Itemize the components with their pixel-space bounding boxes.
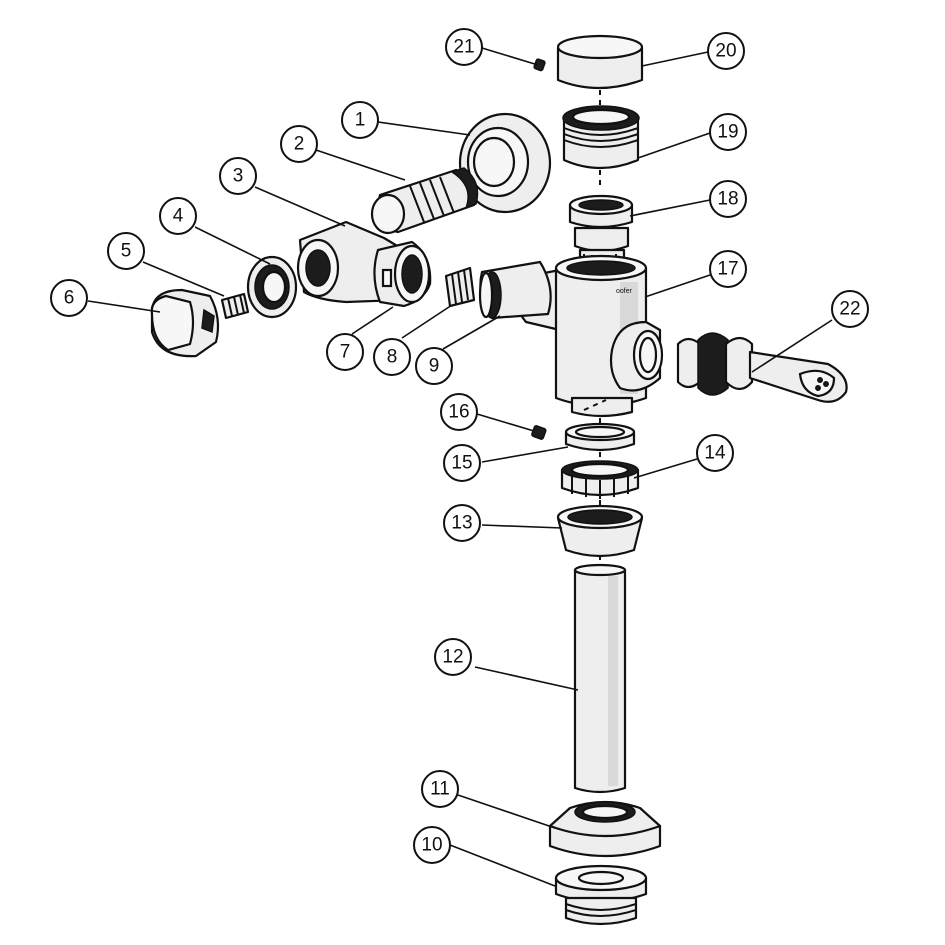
part-13-cone (556, 504, 644, 558)
part-9-tailpiece (478, 260, 552, 320)
callout-22: 22 (831, 290, 869, 328)
callout-label-4: 4 (173, 206, 184, 227)
callout-label-6: 6 (64, 288, 75, 309)
callout-20: 20 (707, 32, 745, 70)
callout-label-2: 2 (294, 134, 305, 155)
part-14-slip-nut (560, 460, 640, 499)
callout-12: 12 (434, 638, 472, 676)
callout-6: 6 (50, 279, 88, 317)
part-15-washer (564, 422, 636, 452)
callout-label-13: 13 (451, 513, 472, 534)
callout-label-1: 1 (355, 110, 366, 131)
part-1-wall-flange (458, 112, 552, 214)
callout-17: 17 (709, 250, 747, 288)
callout-label-9: 9 (429, 356, 440, 377)
leader-lines (87, 47, 833, 887)
callout-label-15: 15 (451, 453, 472, 474)
part-2-nipple (370, 167, 479, 235)
callout-label-3: 3 (233, 166, 244, 187)
axis-line-side (583, 399, 607, 411)
callout-1: 1 (341, 101, 379, 139)
part-20-cap (556, 34, 644, 90)
part-11-spud-flange (548, 800, 662, 858)
part-8-vacuum-breaker (444, 266, 476, 308)
callout-label-22: 22 (839, 299, 860, 320)
callout-label-20: 20 (715, 41, 736, 62)
callout-7: 7 (326, 333, 364, 371)
part-16-set-screw (531, 425, 547, 440)
callout-13: 13 (443, 504, 481, 542)
part-6-stop-cap (150, 288, 220, 358)
callout-label-18: 18 (717, 189, 738, 210)
callout-16: 16 (440, 393, 478, 431)
callout-label-17: 17 (717, 259, 738, 280)
callout-label-8: 8 (387, 347, 398, 368)
brand-mark: oofer (616, 288, 633, 295)
part-22-handle-assembly (676, 332, 848, 403)
callout-4: 4 (159, 197, 197, 235)
callout-19: 19 (709, 113, 747, 151)
part-19-threaded-ring (562, 105, 640, 170)
callout-label-5: 5 (121, 241, 132, 262)
callout-15: 15 (443, 444, 481, 482)
callout-label-19: 19 (717, 122, 738, 143)
callout-5: 5 (107, 232, 145, 270)
callout-label-7: 7 (340, 342, 351, 363)
callout-label-21: 21 (453, 37, 474, 58)
callout-3: 3 (219, 157, 257, 195)
callout-11: 11 (421, 770, 459, 808)
part-5-stem (220, 292, 250, 320)
part-12-flush-tube (573, 563, 627, 794)
callout-9: 9 (415, 347, 453, 385)
callout-8: 8 (373, 338, 411, 376)
part-7-coupling-nut (373, 240, 432, 308)
callout-label-12: 12 (442, 647, 463, 668)
callout-14: 14 (696, 434, 734, 472)
callout-label-11: 11 (430, 779, 450, 800)
part-10-spud (554, 864, 648, 926)
callout-label-14: 14 (704, 443, 726, 464)
callout-label-10: 10 (421, 835, 442, 856)
callout-10: 10 (413, 826, 451, 864)
callout-label-16: 16 (448, 402, 469, 423)
callout-21: 21 (445, 28, 483, 66)
part-4-gasket (246, 255, 298, 319)
callout-18: 18 (709, 180, 747, 218)
part-21-set-screw (533, 58, 546, 72)
callout-2: 2 (280, 125, 318, 163)
